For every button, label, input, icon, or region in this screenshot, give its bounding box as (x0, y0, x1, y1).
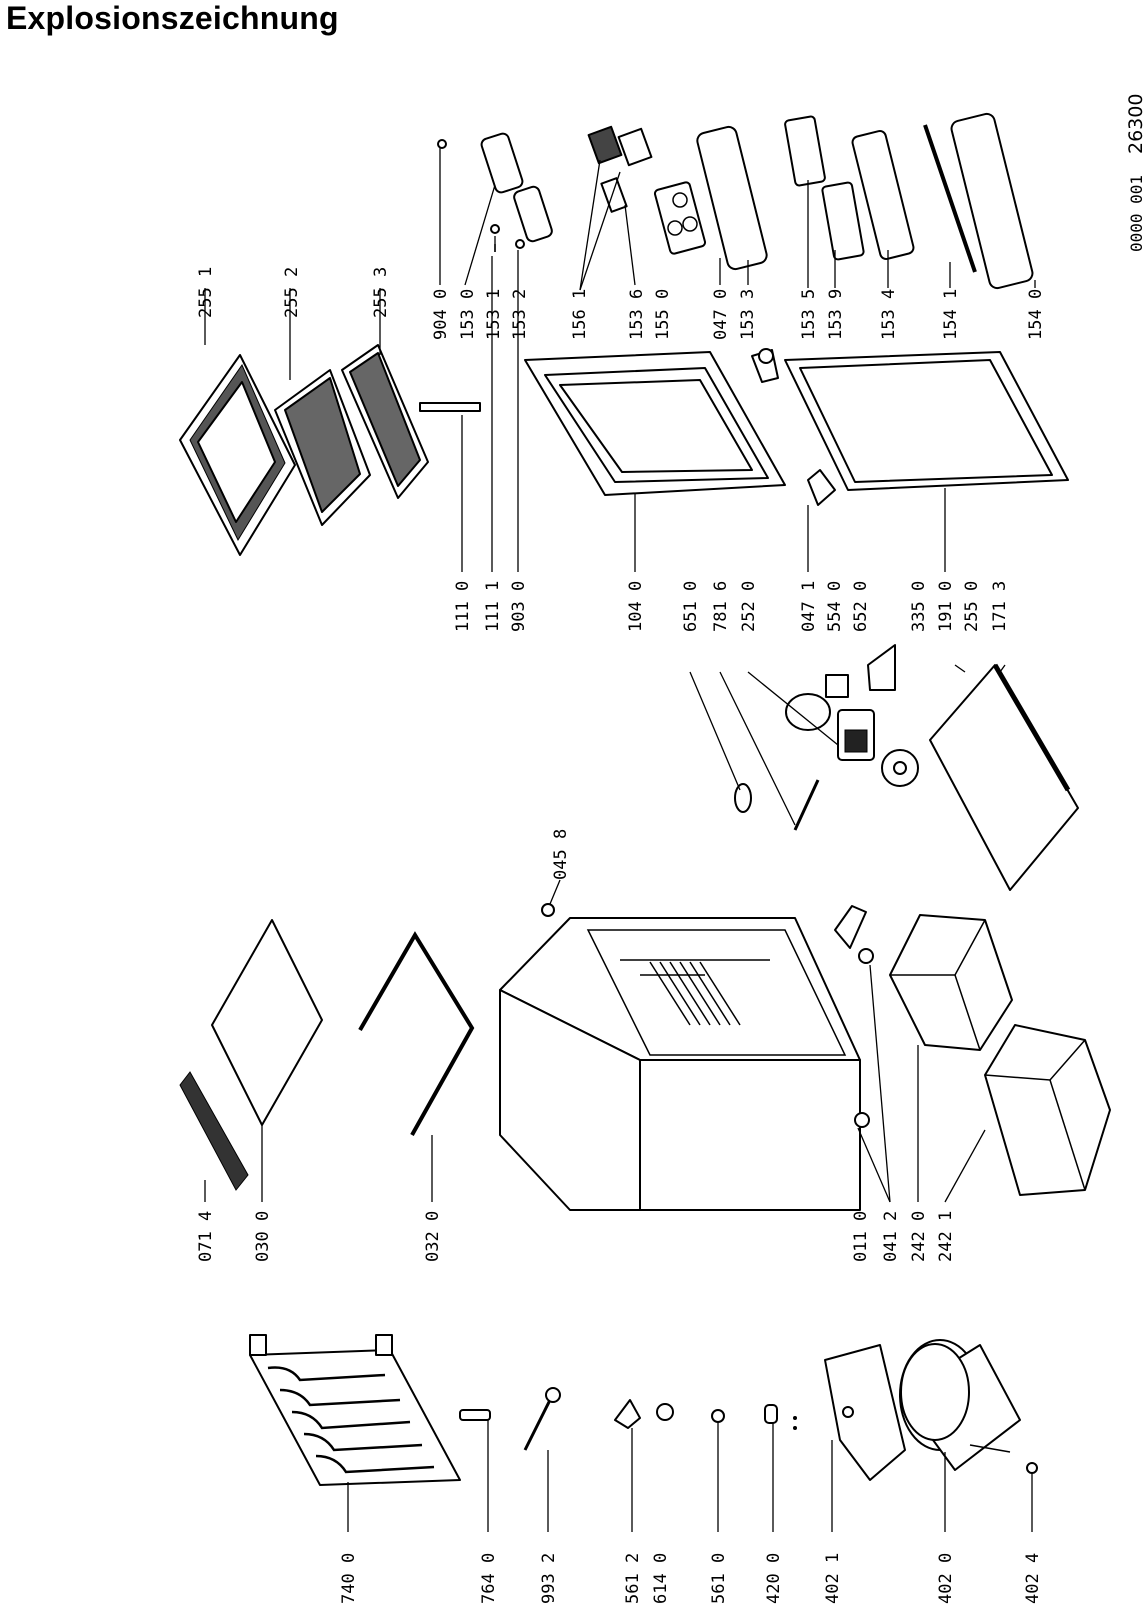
label-153-0: 153 0 (458, 289, 478, 340)
label-111-1: 111 1 (483, 581, 503, 632)
label-047-1: 047 1 (799, 581, 819, 632)
label-255-1: 255 1 (196, 267, 216, 318)
label-993-2: 993 2 (539, 1553, 559, 1604)
label-420-0: 420 0 (764, 1553, 784, 1604)
label-111-0: 111 0 (453, 581, 473, 632)
label-071-4: 071 4 (196, 1211, 216, 1262)
document-code: 0000 001 (1127, 175, 1146, 252)
label-155-0: 155 0 (653, 289, 673, 340)
evaporator-740-illustration (249, 1334, 461, 1486)
label-252-0: 252 0 (739, 581, 759, 632)
label-740-0: 740 0 (339, 1553, 359, 1604)
label-561-2: 561 2 (623, 1553, 643, 1604)
label-242-0: 242 0 (909, 1211, 929, 1262)
hinge-047-0-illustration (751, 348, 779, 383)
gasket-191-illustration (784, 351, 1069, 491)
label-651-0: 651 0 (681, 581, 701, 632)
label-032-0: 032 0 (423, 1211, 443, 1262)
shelf-255-2-illustration (274, 369, 371, 526)
crisper-cover-255-0-illustration (929, 663, 1079, 891)
cabinet-illustration (499, 903, 874, 1211)
compressor-402-illustration (899, 1339, 1021, 1471)
door-fittings-illustrations (437, 112, 1034, 290)
label-554-0: 554 0 (825, 581, 845, 632)
part-labels: 255 1 255 2 255 3 904 0 153 0 153 1 153 … (196, 267, 1046, 1604)
label-153-3: 153 3 (738, 289, 758, 340)
label-153-2: 153 2 (510, 289, 530, 340)
label-255-2: 255 2 (282, 267, 302, 318)
door-104-illustration (524, 351, 786, 496)
shelf-255-1-illustration (179, 354, 296, 556)
label-156-1: 156 1 (570, 289, 590, 340)
label-402-4: 402 4 (1023, 1553, 1043, 1604)
label-153-9: 153 9 (826, 289, 846, 340)
label-242-1: 242 1 (936, 1211, 956, 1262)
label-153-4: 153 4 (879, 289, 899, 340)
label-030-0: 030 0 (253, 1211, 273, 1262)
label-041-2: 041 2 (881, 1211, 901, 1262)
label-561-0: 561 0 (709, 1553, 729, 1604)
label-154-0: 154 0 (1026, 289, 1046, 340)
label-335-0: 335 0 (909, 581, 929, 632)
small-components-illustrations (459, 1344, 1038, 1481)
top-cover-030-illustration (211, 919, 323, 1126)
label-904-0: 904 0 (431, 289, 451, 340)
document-number: 0000 001 26300 (1125, 94, 1147, 252)
label-153-1: 153 1 (484, 289, 504, 340)
page-title: Explosionszeichnung (6, 0, 339, 36)
grille-071-illustration (179, 1071, 249, 1191)
crisper-242-1-illustration (984, 1024, 1111, 1196)
label-045-8: 045 8 (551, 829, 571, 880)
label-255-3: 255 3 (371, 267, 391, 318)
label-011-0: 011 0 (851, 1211, 871, 1262)
label-171-3: 171 3 (990, 581, 1010, 632)
label-104-0: 104 0 (626, 581, 646, 632)
leader-lines (204, 148, 1036, 1532)
label-047-0: 047 0 (711, 289, 731, 340)
label-191-0: 191 0 (936, 581, 956, 632)
shelf-255-3-illustration (341, 344, 429, 499)
label-764-0: 764 0 (479, 1553, 499, 1604)
label-402-0: 402 0 (936, 1553, 956, 1604)
label-402-1: 402 1 (823, 1553, 843, 1604)
frame-032-illustration (358, 931, 475, 1136)
hinge-047-1-illustration (807, 469, 836, 506)
label-153-5: 153 5 (799, 289, 819, 340)
thermostat-group-illustration (734, 644, 919, 831)
drawing-number: 26300 (1125, 94, 1147, 154)
label-255-0: 255 0 (962, 581, 982, 632)
label-781-6: 781 6 (711, 581, 731, 632)
label-652-0: 652 0 (851, 581, 871, 632)
label-614-0: 614 0 (651, 1553, 671, 1604)
label-153-6: 153 6 (627, 289, 647, 340)
label-154-1: 154 1 (941, 289, 961, 340)
label-903-0: 903 0 (509, 581, 529, 632)
crisper-242-0-illustration (889, 914, 1013, 1051)
